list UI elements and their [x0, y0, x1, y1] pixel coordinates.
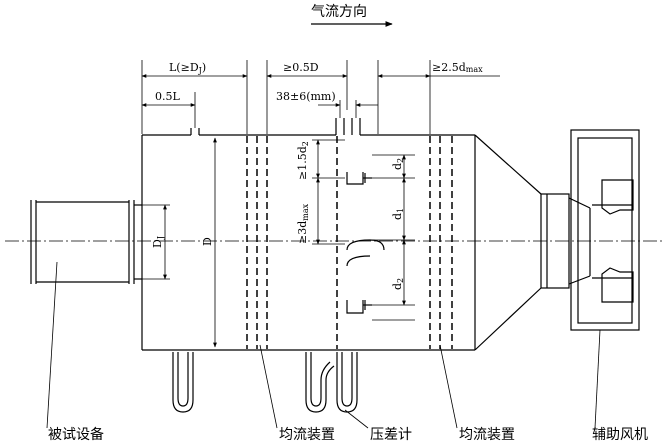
leader-lines	[46, 261, 601, 429]
dimension-half-L: 0.5L	[141, 90, 196, 128]
svg-text:≥0.5D: ≥0.5D	[283, 61, 319, 74]
label-tested-equipment: 被试设备	[48, 426, 104, 443]
manometer-left	[172, 352, 194, 413]
label-aux-fan: 辅助风机	[592, 427, 648, 443]
svg-text:≥1.5d2: ≥1.5d2	[296, 141, 310, 180]
flow-straightener-1	[246, 136, 268, 349]
tested-equipment	[30, 200, 142, 284]
dimension-half-D: ≥0.5D	[266, 60, 348, 134]
svg-text:d1: d1	[391, 208, 405, 220]
svg-text:d2: d2	[391, 158, 405, 170]
svg-text:38±6(mm): 38±6(mm)	[276, 90, 336, 103]
auxiliary-fan	[540, 129, 640, 331]
svg-text:L(≥DJ): L(≥DJ)	[169, 61, 206, 75]
dimension-3-dmax: ≥3dmax	[296, 177, 345, 245]
label-flow-straightener-2: 均流装置	[459, 427, 515, 443]
dimension-d-right: d2 d1 d2	[372, 154, 415, 321]
label-flow-straightener-1: 均流装置	[279, 427, 335, 443]
main-duct	[141, 128, 475, 351]
svg-text:D: D	[201, 237, 214, 246]
svg-text:0.5L: 0.5L	[155, 90, 180, 103]
flow-straightener-2	[429, 136, 453, 349]
dimension-DJ: DJ	[140, 204, 170, 280]
transition-cone	[474, 134, 542, 351]
pressure-tap-section	[335, 118, 385, 349]
svg-text:DJ: DJ	[151, 236, 165, 248]
svg-text:d2: d2	[391, 278, 405, 290]
svg-text:≥2.5dmax: ≥2.5dmax	[432, 61, 483, 74]
svg-text:≥3dmax: ≥3dmax	[296, 203, 310, 244]
dimension-dmax: ≥2.5dmax	[377, 60, 500, 134]
dimension-L: L(≥DJ)	[141, 60, 248, 134]
dimension-tap-distance: 38±6(mm)	[276, 90, 378, 118]
dimension-D: D	[201, 137, 217, 348]
label-manometer: 压差计	[370, 427, 412, 443]
airflow-title: 气流方向	[311, 4, 367, 20]
manometer-right	[336, 352, 358, 413]
manometer-middle	[305, 352, 335, 413]
